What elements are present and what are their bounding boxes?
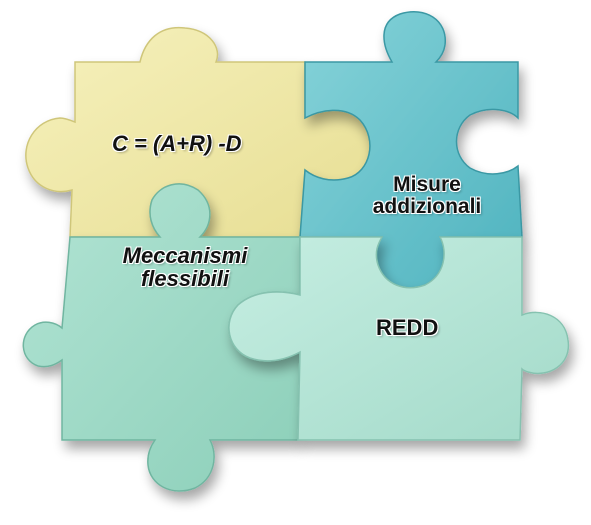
label-line-2: flessibili: [140, 266, 230, 292]
label-line-1: Misure: [393, 173, 461, 196]
misure-addizionali-label: Misure addizionali: [362, 173, 492, 219]
formula-label: C = (A+R) -D: [112, 132, 242, 155]
puzzle-piece-top-right: [299, 11, 523, 289]
redd-label: REDD: [376, 316, 438, 339]
label-line-2: addizionali: [372, 195, 482, 219]
puzzle-piece-bottom-right: [228, 236, 570, 441]
redd-text: REDD: [376, 315, 439, 340]
label-line-1: Meccanismi: [122, 243, 248, 268]
meccanismi-flessibili-label: Meccanismi flessibili: [100, 244, 270, 290]
formula-text: C = (A+R) -D: [112, 131, 242, 156]
